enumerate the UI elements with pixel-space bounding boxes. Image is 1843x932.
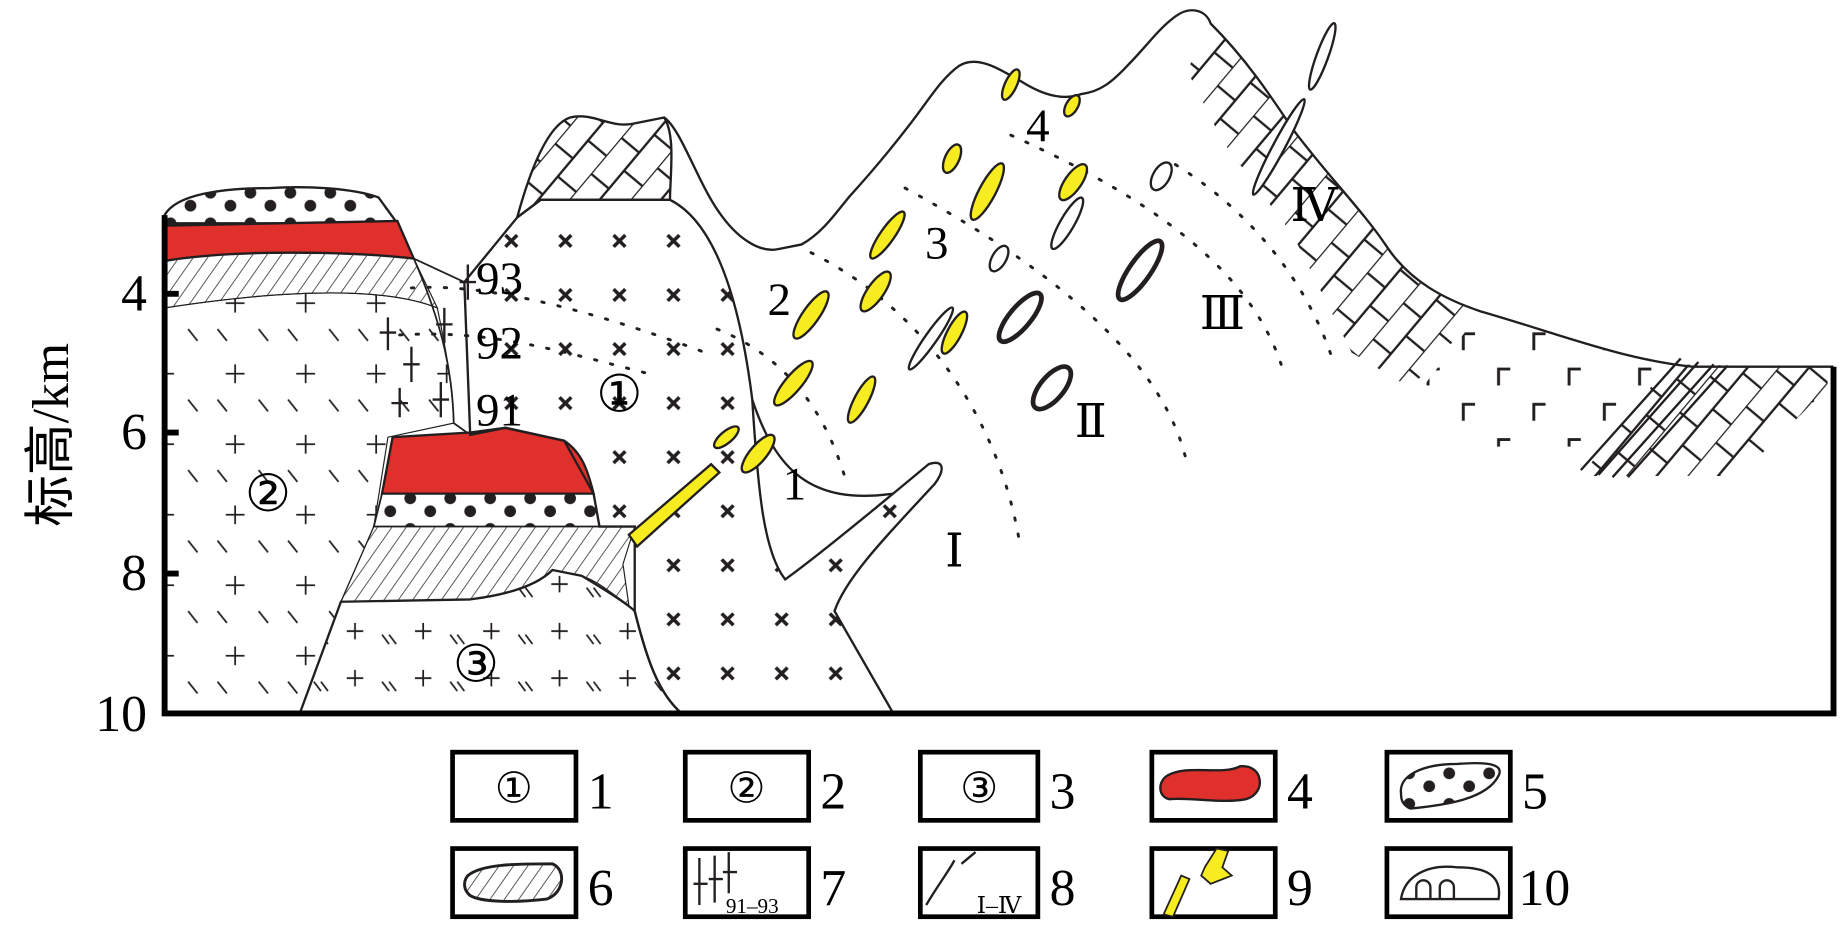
yellow-ore-bodies: [627, 68, 1089, 549]
conglomerate-layer-lower: [372, 492, 601, 528]
vein-markers: [379, 264, 477, 418]
volcanic-rock: [1422, 311, 1669, 447]
label-vein-91: 91: [476, 384, 523, 436]
label-ore-group-3: 3: [925, 218, 949, 270]
legend-num-7: 7: [820, 860, 846, 917]
legend-symbol-7: 91–93: [726, 894, 779, 918]
y-tick-10: 10: [95, 686, 147, 743]
legend-num-5: 5: [1522, 764, 1548, 821]
legend-num-3: 3: [1050, 764, 1076, 821]
legend-num-1: 1: [588, 764, 614, 821]
label-zone-3: Ⅲ: [1200, 288, 1245, 340]
label-ore-group-2: 2: [768, 274, 792, 326]
zone-boundaries: [398, 133, 1336, 548]
legend-num-9: 9: [1287, 860, 1313, 917]
label-intrusion-3: ③: [453, 637, 499, 694]
legend-num-6: 6: [588, 860, 614, 917]
vein-zone: [412, 256, 472, 437]
y-tick-4: 4: [121, 265, 147, 322]
legend-symbol-1: ①: [495, 766, 533, 813]
legend-num-8: 8: [1050, 860, 1076, 917]
legend-symbol-8: Ⅰ–Ⅳ: [977, 893, 1022, 919]
legend-symbols: [463, 761, 1501, 918]
label-zone-1: Ⅰ: [945, 525, 964, 577]
label-zone-2: Ⅱ: [1075, 396, 1107, 448]
legend-num-4: 4: [1287, 764, 1313, 821]
limestone-cap: [515, 115, 673, 221]
intrusion-1-area: [463, 198, 943, 715]
y-tick-8: 8: [121, 545, 147, 602]
legend: [450, 749, 1513, 920]
legend-symbol-2: ②: [727, 766, 765, 813]
topographic-profile: [663, 9, 1834, 368]
label-vein-92: 92: [476, 317, 523, 369]
label-ore-group-1: 1: [783, 458, 807, 510]
bedded-strata: [1580, 364, 1828, 476]
y-tick-6: 6: [121, 404, 147, 461]
legend-symbol-3: ③: [960, 766, 998, 813]
white-ore-bodies: [907, 22, 1337, 412]
conglomerate-layer: [163, 186, 400, 225]
label-ore-group-4: 4: [1026, 100, 1050, 152]
label-vein-93: 93: [476, 253, 523, 305]
limestone-right: [1187, 23, 1481, 388]
intrusion-1-dyke-boundary: [751, 399, 894, 498]
axes: [161, 215, 1837, 717]
y-axis-label: 标高/km: [23, 343, 80, 527]
label-zone-4: Ⅳ: [1291, 180, 1339, 232]
bedding-lines: [1579, 357, 1729, 478]
label-intrusion-1: ①: [596, 366, 642, 423]
legend-num-10: 10: [1519, 860, 1571, 917]
label-intrusion-2: ②: [245, 466, 291, 523]
legend-num-2: 2: [820, 764, 846, 821]
